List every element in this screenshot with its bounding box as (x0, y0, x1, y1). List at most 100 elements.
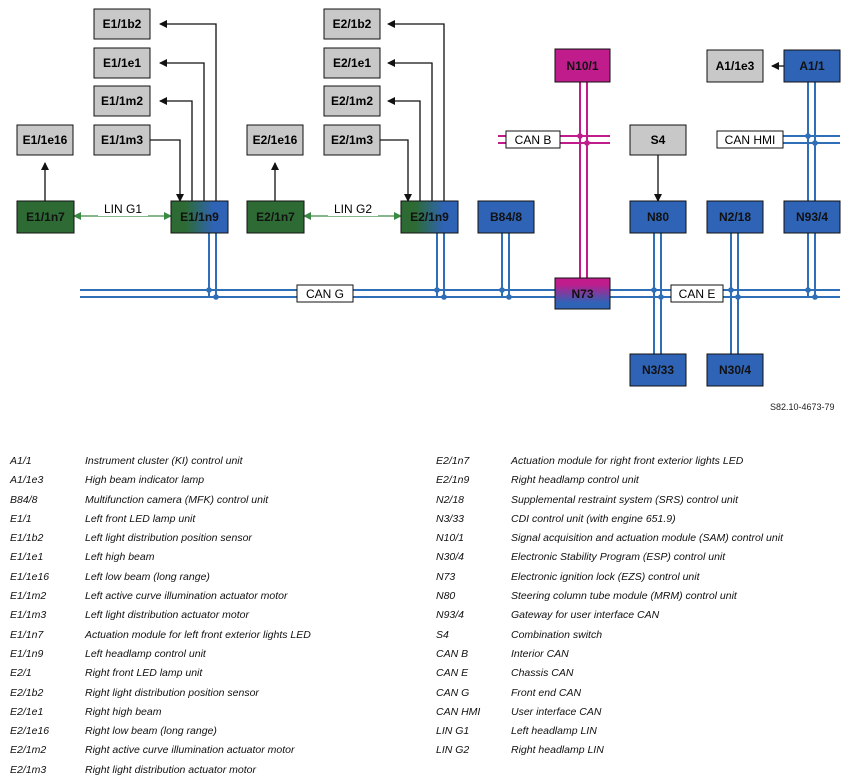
legend-code: A1/1 (10, 455, 32, 467)
svg-text:N73: N73 (571, 287, 593, 301)
can-g-label: CAN G (296, 284, 354, 303)
legend-description: Instrument cluster (KI) control unit (85, 455, 243, 467)
legend-code: CAN E (436, 667, 469, 680)
legend-description: Right active curve illumination actuator… (85, 744, 295, 757)
svg-text:B84/8: B84/8 (490, 210, 522, 224)
legend-description: Front end CAN (511, 686, 582, 699)
legend-description: High beam indicator lamp (85, 474, 205, 487)
component-e1-1n7: E1/1n7 (16, 200, 75, 234)
legend-row: N80 Steering column tube module (MRM) con… (436, 587, 846, 606)
svg-text:N80: N80 (647, 210, 669, 224)
network-diagram: LIN G1 LIN G2 CAN G CAN E CAN B CAN HMI … (16, 8, 841, 387)
svg-text:E1/1e16: E1/1e16 (23, 133, 68, 147)
component-e2-1e1: E2/1e1 (323, 47, 381, 79)
svg-text:E1/1n9: E1/1n9 (180, 210, 219, 224)
legend-description: Left headlamp control unit (85, 647, 206, 660)
legend-row: N30/4 Electronic Stability Program (ESP) … (436, 548, 846, 567)
component-e1-1m3: E1/1m3 (93, 124, 151, 156)
legend-row: N2/18 Supplemental restraint system (SRS)… (436, 491, 846, 510)
component-n30-4: N30/4 (706, 353, 764, 387)
component-e2-1m2: E2/1m2 (323, 85, 381, 117)
legend-description: Right headlamp control unit (511, 474, 639, 487)
legend-description: CDI control unit (with engine 651.9) (511, 512, 676, 525)
legend-description: Steering column tube module (MRM) contro… (511, 590, 737, 603)
legend-row: A1/1 Instrument cluster (KI) control unit (10, 452, 420, 471)
svg-text:E1/1b2: E1/1b2 (103, 17, 142, 31)
svg-text:E1/1n7: E1/1n7 (26, 210, 65, 224)
legend-code: E2/1n9 (436, 474, 470, 487)
legend-code: N10/1 (436, 532, 465, 545)
svg-text:E2/1b2: E2/1b2 (333, 17, 372, 31)
legend-code: E1/1b2 (10, 532, 44, 545)
legend-description: Right low beam (long range) (85, 725, 217, 738)
component-e1-1e16: E1/1e16 (16, 124, 74, 156)
component-n73: N73 (554, 277, 611, 310)
legend-code: E1/1n9 (10, 647, 44, 660)
legend-description: User interface CAN (511, 705, 602, 718)
legend-row: A1/1e3 High beam indicator lamp (10, 471, 420, 490)
legend-code: N30/4 (436, 551, 465, 564)
legend-code: E2/1 (10, 667, 32, 680)
e1-signal-lines (41, 20, 217, 202)
legend-code: LIN G2 (436, 744, 470, 757)
component-e1-1m2: E1/1m2 (93, 85, 151, 117)
svg-text:E1/1e1: E1/1e1 (103, 56, 141, 70)
svg-text:LIN G1: LIN G1 (104, 202, 142, 216)
legend-code: E2/1b2 (10, 686, 44, 699)
legend-code: E2/1e16 (10, 725, 50, 738)
legend-code: A1/1e3 (10, 474, 44, 487)
legend-description: Left front LED lamp unit (85, 512, 196, 525)
can-e-label: CAN E (670, 284, 724, 303)
svg-text:CAN B: CAN B (515, 133, 552, 147)
legend-description: Electronic Stability Program (ESP) contr… (511, 551, 726, 564)
component-e1-1b2: E1/1b2 (93, 8, 151, 40)
svg-text:CAN G: CAN G (306, 287, 344, 301)
e2-signal-lines (271, 20, 445, 202)
legend-code: N2/18 (436, 493, 465, 506)
svg-text:A1/1: A1/1 (799, 59, 825, 73)
svg-text:N93/4: N93/4 (796, 210, 828, 224)
svg-text:LIN G2: LIN G2 (334, 202, 372, 216)
legend-code: CAN B (436, 647, 469, 660)
component-e1-1e1: E1/1e1 (93, 47, 151, 79)
component-n2-18: N2/18 (706, 200, 764, 234)
legend-code: E1/1n7 (10, 628, 44, 641)
bus-junctions (206, 133, 818, 300)
lin-g1-label: LIN G1 (98, 202, 148, 216)
component-n10-1: N10/1 (554, 48, 611, 83)
legend-code: E2/1m3 (10, 763, 47, 776)
legend-row: E2/1e16 Right low beam (long range) (10, 722, 420, 741)
component-n3-33: N3/33 (629, 353, 687, 387)
misc-signal-lines (654, 62, 785, 202)
legend-code: CAN G (436, 686, 470, 699)
legend-description: Supplemental restraint system (SRS) cont… (511, 493, 739, 506)
legend-code: E1/1m2 (10, 590, 47, 603)
legend-description: Right high beam (85, 705, 162, 718)
svg-text:N3/33: N3/33 (642, 363, 674, 377)
component-e2-1b2: E2/1b2 (323, 8, 381, 40)
svg-text:S4: S4 (651, 133, 666, 147)
legend-code: N80 (436, 590, 456, 603)
legend-description: Left low beam (long range) (85, 570, 210, 583)
legend-description: Right light distribution actuator motor (85, 763, 256, 776)
can-g-bus (80, 289, 840, 298)
